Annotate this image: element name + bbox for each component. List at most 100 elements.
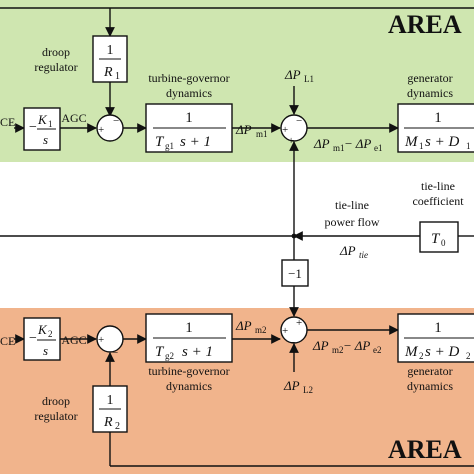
svg-text:e2: e2 [373,345,382,355]
area2-droop-block: 1 R 2 [92,385,128,433]
svg-text:− ΔP: − ΔP [344,136,371,151]
area2-generator-block: 1 M 2 s + D 2 [397,313,474,363]
svg-text:g1: g1 [165,141,174,151]
tieline-flow-label-2: power flow [325,215,380,229]
svg-text:−: − [29,331,37,346]
svg-text:ΔP: ΔP [283,378,300,393]
area1-droop-label-2: regulator [34,60,77,74]
tieline-coef-label-2: coefficient [412,194,464,208]
svg-text:2: 2 [115,421,120,432]
svg-text:1: 1 [185,110,193,126]
svg-text:m1: m1 [333,143,345,153]
area2-integrator-block: − K 2 s [23,317,61,361]
area2-pm-label: ΔP m2 [235,318,267,335]
area2-summing-junction-1: + − [96,325,124,359]
svg-text:−1: −1 [288,266,302,281]
svg-text:s + D: s + D [425,344,459,360]
area2-droop-label-1: droop [42,394,70,408]
svg-text:T: T [155,134,165,150]
tieline-minus-one-block: −1 [281,259,309,287]
svg-text:s + 1: s + 1 [180,134,211,150]
area1-background [0,0,474,162]
svg-text:2: 2 [466,351,471,361]
svg-text:ΔP: ΔP [284,67,301,82]
svg-text:−: − [29,120,37,135]
svg-text:1: 1 [185,320,193,336]
svg-text:ΔP: ΔP [313,136,330,151]
tieline-band [0,162,474,308]
svg-text:R: R [103,415,113,430]
svg-text:2: 2 [48,329,53,339]
svg-text:− ΔP: − ΔP [343,338,370,353]
area1-integrator-block: − K 1 s [23,107,61,151]
svg-text:1: 1 [48,119,53,129]
svg-text:m2: m2 [332,345,344,355]
area2-ace-label: CE [0,334,15,348]
svg-text:−: − [296,115,302,127]
svg-text:0: 0 [441,238,446,248]
svg-text:2: 2 [419,351,424,361]
svg-text:1: 1 [115,71,120,82]
tieline-flow-symbol: ΔP tie [339,243,368,260]
area2-generator-label-2: dynamics [407,379,453,393]
svg-text:−: − [113,115,119,127]
area1-generator-block: 1 M 1 s + D 1 [397,103,474,153]
svg-text:ΔP: ΔP [235,122,252,137]
svg-text:ΔP: ΔP [235,318,252,333]
area1-ace-label: CE [0,115,15,129]
area2-turbine-label-2: dynamics [166,379,212,393]
area1-summing-junction-1: + − [96,114,124,142]
svg-text:+: + [296,317,302,329]
svg-text:m1: m1 [256,129,268,139]
svg-text:L2: L2 [303,385,313,395]
svg-text:+: + [98,124,104,136]
svg-text:+: + [282,325,288,337]
area2-turbine-block: 1 T g2 s + 1 [145,313,233,363]
area1-output-label: ΔP m1 − ΔP e1 [313,136,383,153]
svg-text:tie: tie [359,250,368,260]
svg-text:K: K [37,322,48,337]
area2-generator-label-1: generator [407,364,452,378]
svg-text:s + D: s + D [425,134,459,150]
svg-text:1: 1 [434,320,442,336]
svg-text:K: K [37,112,48,127]
svg-text:ΔP: ΔP [312,338,329,353]
svg-text:M: M [404,134,419,150]
area1-droop-label-1: droop [42,45,70,59]
area2-agc-label: AGC [61,333,86,347]
area1-summing-junction-2: + − + [280,114,308,147]
area1-droop-block: 1 R 1 [92,35,128,83]
area2-title: AREA [388,435,462,464]
svg-text:s + 1: s + 1 [182,344,213,360]
area2-droop-label-2: regulator [34,409,77,423]
area1-turbine-label-2: dynamics [166,86,212,100]
tieline-coef-block: T 0 [419,221,459,253]
svg-text:e1: e1 [374,143,383,153]
svg-text:L1: L1 [304,74,314,84]
tieline-flow-label-1: tie-line [335,198,369,212]
svg-text:ΔP: ΔP [339,243,356,258]
svg-text:−: − [289,337,295,349]
svg-text:+: + [288,135,294,147]
area1-agc-label: AGC [61,111,86,125]
area2-load-label: ΔP L2 [283,378,313,395]
svg-text:1: 1 [434,110,442,126]
svg-text:R: R [103,65,113,80]
svg-text:1: 1 [419,141,424,151]
svg-text:1: 1 [107,43,114,58]
area1-turbine-label-1: turbine-governor [148,71,229,85]
svg-text:1: 1 [466,141,471,151]
svg-text:g2: g2 [165,351,174,361]
svg-text:T: T [155,344,165,360]
area1-title: AREA [388,10,462,39]
area1-turbine-block: 1 T g1 s + 1 [145,103,233,153]
svg-text:−: − [112,347,118,359]
svg-text:1: 1 [107,393,114,408]
svg-text:M: M [404,344,419,360]
area2-turbine-label-1: turbine-governor [148,364,229,378]
area2-background [0,308,474,474]
area1-generator-label-1: generator [407,71,452,85]
svg-text:+: + [282,124,288,136]
svg-text:m2: m2 [255,325,267,335]
